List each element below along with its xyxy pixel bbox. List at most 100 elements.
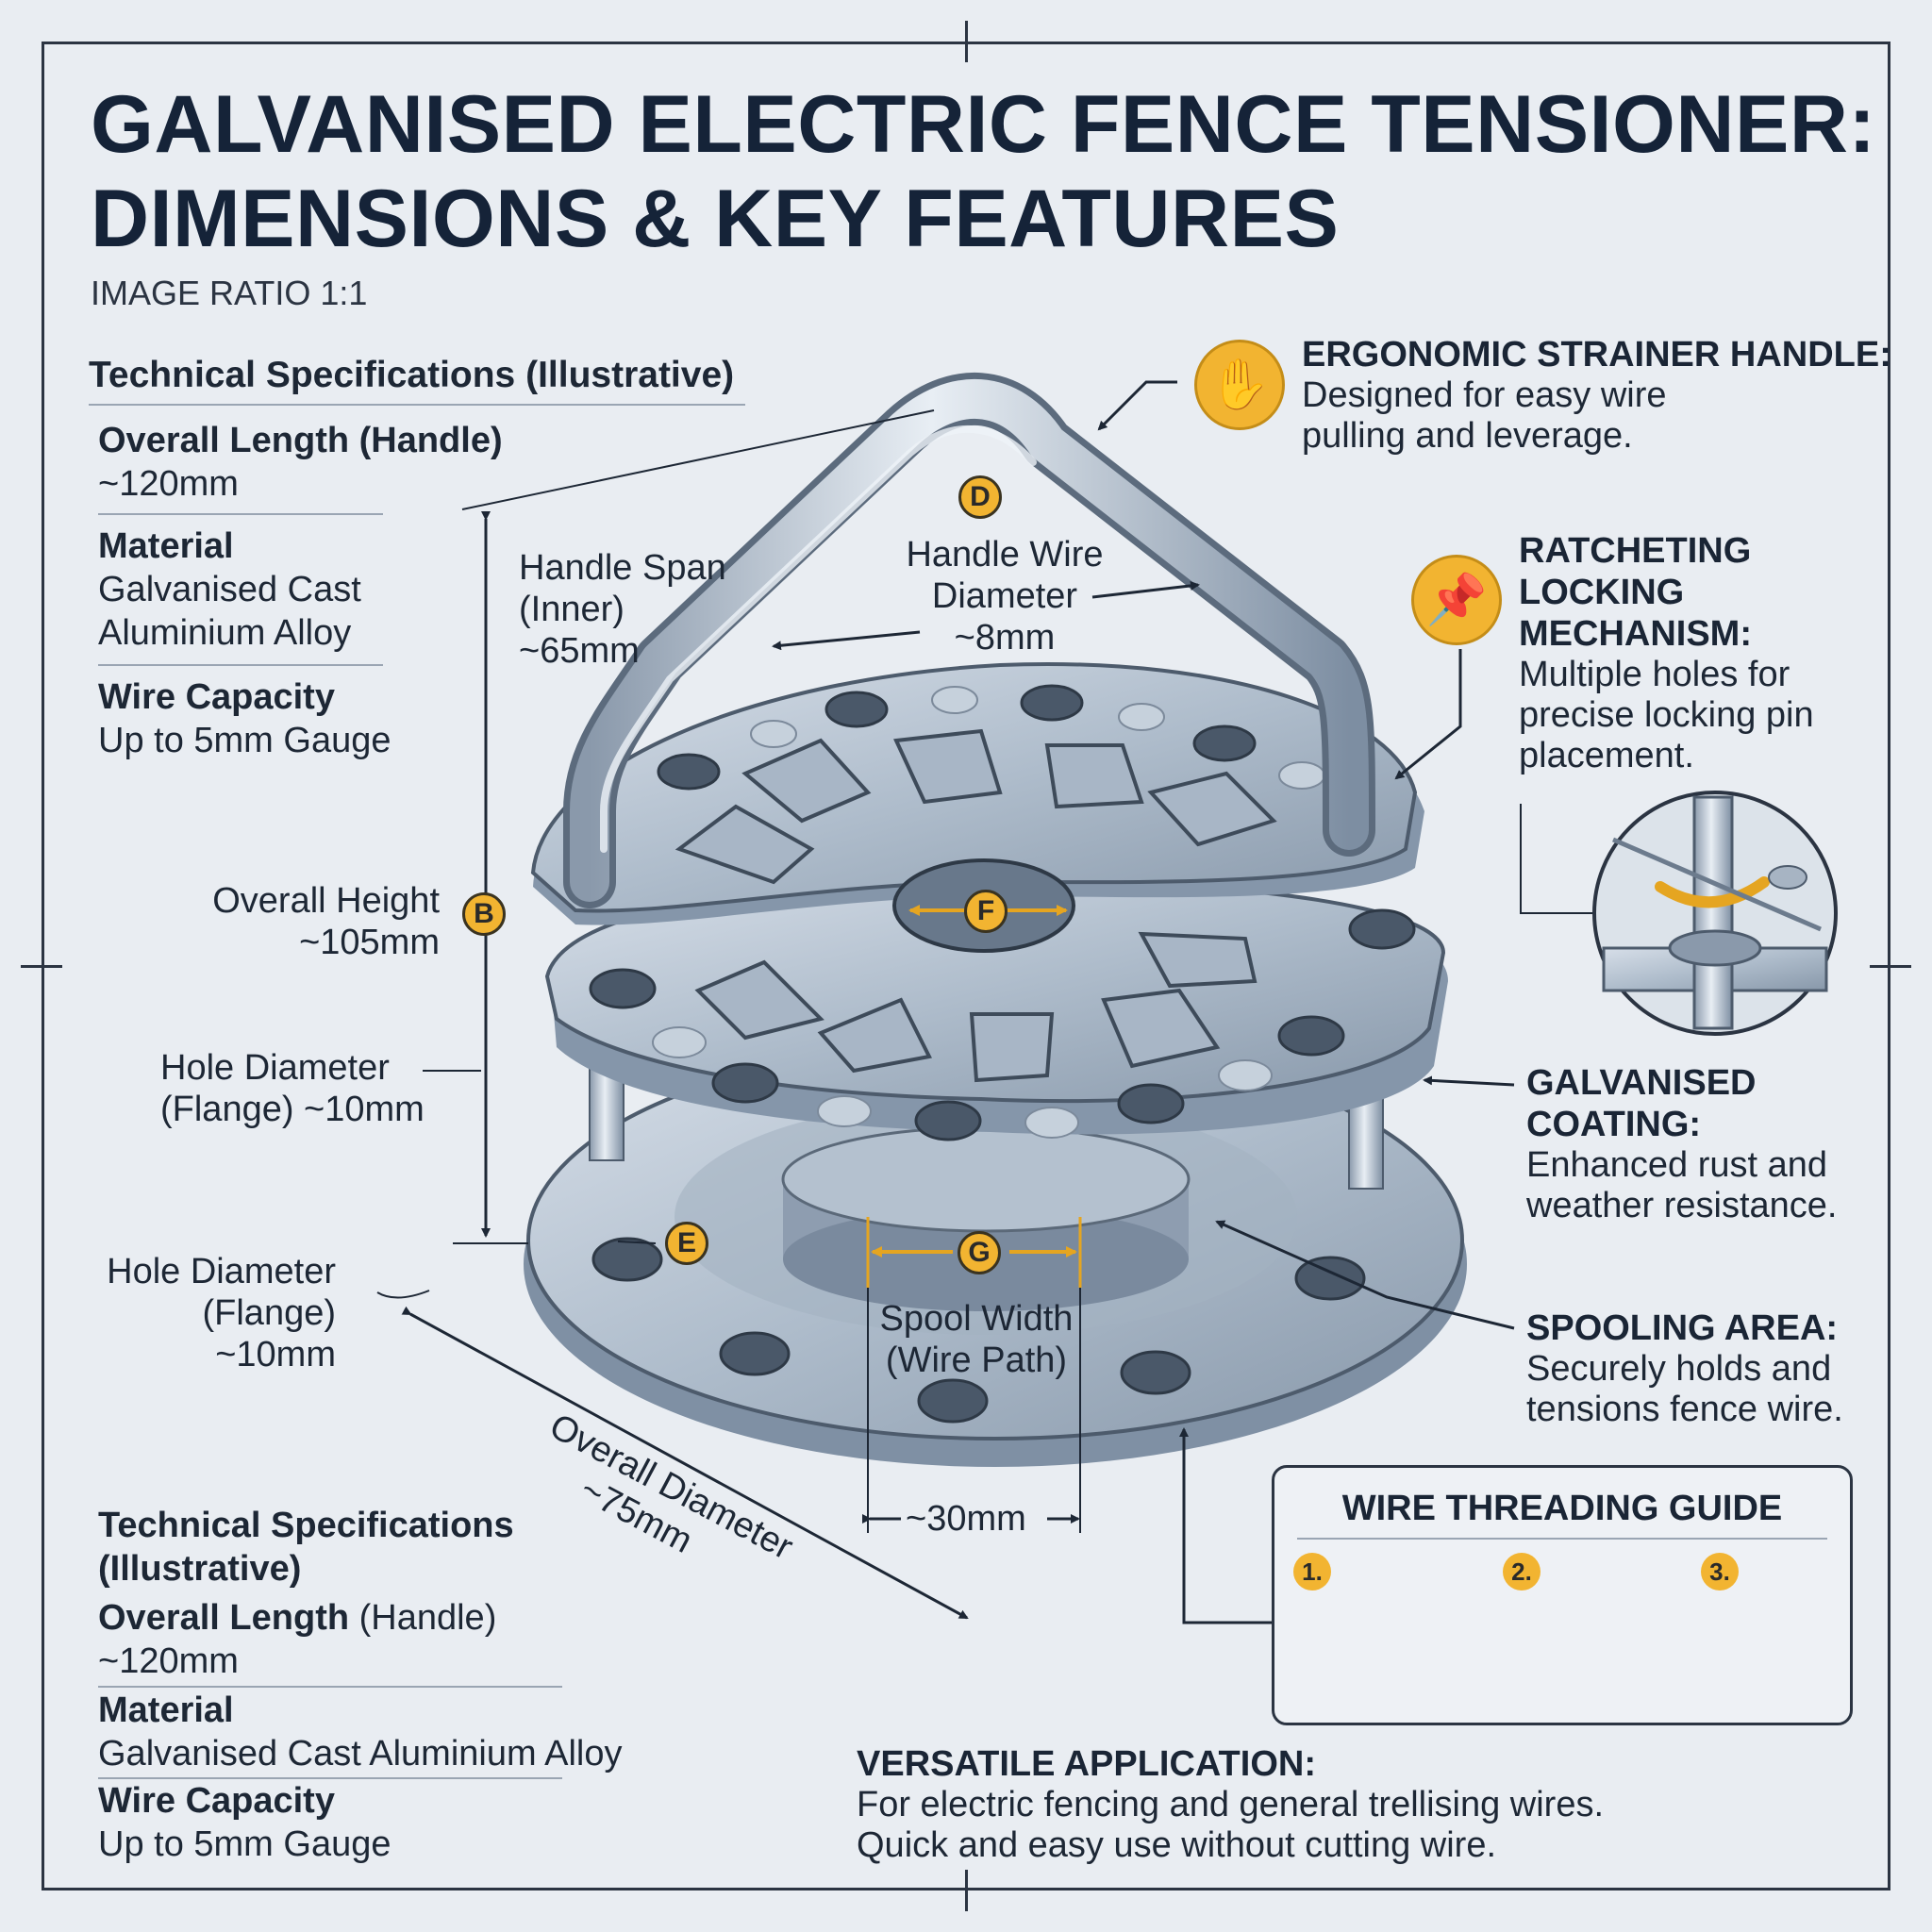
hole-diameter-label-a: Hole Diameter (Flange) ~10mm	[160, 1047, 425, 1130]
spec-bottom-capacity: Wire Capacity Up to 5mm Gauge	[98, 1779, 391, 1866]
feature-spooling-title: SPOOLING AREA:	[1526, 1308, 1839, 1348]
hole-diameter-a-line-1: Hole Diameter	[160, 1048, 390, 1088]
spool-width-label: Spool Width (Wire Path)	[858, 1298, 1094, 1381]
flange-hole	[591, 1237, 663, 1282]
feature-ratchet-title-2: LOCKING	[1519, 573, 1685, 612]
spool-width-value: ~30mm	[906, 1499, 1026, 1539]
handle-span-line-3: ~65mm	[519, 631, 640, 671]
guide-rule	[1297, 1538, 1827, 1540]
title-line-1: GALVANISED ELECTRIC FENCE TENSIONER:	[91, 79, 1876, 170]
spec-bottom-rule-2	[98, 1777, 562, 1779]
feature-application-desc-2: Quick and easy use without cutting wire.	[857, 1825, 1497, 1865]
handle-wire-line-3: ~8mm	[954, 618, 1056, 658]
spec-material-value-2: Aluminium Alloy	[98, 613, 352, 653]
spec-bottom-length-label: Overall Length	[98, 1598, 350, 1638]
feature-coating: GALVANISED COATING: Enhanced rust and we…	[1526, 1062, 1838, 1226]
handle-wire-label: Handle Wire Diameter ~8mm	[891, 534, 1118, 658]
flange-hole	[917, 1378, 989, 1424]
feature-application-title: VERSATILE APPLICATION:	[857, 1744, 1316, 1784]
badge-f: F	[964, 890, 1008, 933]
spec-length: Overall Length (Handle) ~120mm	[98, 419, 503, 506]
spec-material-value-1: Galvanised Cast	[98, 570, 361, 609]
overall-height-label: Overall Height ~105mm	[185, 880, 440, 963]
feature-application: VERSATILE APPLICATION: For electric fenc…	[857, 1743, 1604, 1866]
spec-capacity-label: Wire Capacity	[98, 677, 335, 717]
spec-bottom-material-value: Galvanised Cast Aluminium Alloy	[98, 1734, 623, 1774]
badge-e: E	[665, 1222, 708, 1265]
badge-d: D	[958, 475, 1002, 519]
hand-icon: ✋	[1194, 340, 1285, 430]
feature-handle-desc-1: Designed for easy wire	[1302, 375, 1667, 415]
frame-tick-right	[1870, 965, 1911, 968]
page-title: GALVANISED ELECTRIC FENCE TENSIONER: DIM…	[91, 77, 1876, 266]
spec-rule-2	[98, 664, 383, 666]
feature-handle-title: ERGONOMIC STRAINER HANDLE:	[1302, 335, 1891, 375]
feature-spooling: SPOOLING AREA: Securely holds and tensio…	[1526, 1307, 1843, 1430]
flange-hole	[1120, 1350, 1191, 1395]
handle-span-line-1: Handle Span	[519, 548, 726, 588]
handle-span-label: Handle Span (Inner) ~65mm	[519, 547, 726, 672]
specs-bottom-heading-2: (Illustrative)	[98, 1549, 302, 1589]
feature-ratchet-desc-3: placement.	[1519, 736, 1694, 775]
feature-spooling-desc-2: tensions fence wire.	[1526, 1390, 1843, 1429]
hole-diameter-label-b: Hole Diameter (Flange) ~10mm	[91, 1251, 336, 1375]
feature-coating-desc-1: Enhanced rust and	[1526, 1145, 1828, 1185]
spec-capacity: Wire Capacity Up to 5mm Gauge	[98, 675, 391, 762]
spec-length-label: Overall Length (Handle)	[98, 421, 503, 460]
spec-bottom-material-label: Material	[98, 1690, 234, 1730]
spec-bottom-capacity-label: Wire Capacity	[98, 1781, 335, 1821]
feature-ratchet-desc-2: precise locking pin	[1519, 695, 1814, 735]
spool-width-line-1: Spool Width	[879, 1299, 1074, 1339]
feature-coating-title-2: COATING:	[1526, 1105, 1702, 1144]
hole-diameter-b-line-2: (Flange)	[202, 1293, 337, 1333]
spec-bottom-capacity-value: Up to 5mm Gauge	[98, 1824, 391, 1864]
dimension-lines	[376, 380, 1604, 1624]
feature-ratchet-desc-1: Multiple holes for	[1519, 655, 1790, 694]
frame-tick-left	[21, 965, 62, 968]
spool-width-line-2: (Wire Path)	[885, 1341, 1068, 1380]
handle-wire-line-2: Diameter	[931, 576, 1078, 616]
hole-diameter-b-line-3: ~10mm	[215, 1335, 336, 1374]
feature-ratchet-title-1: RATCHETING	[1519, 531, 1752, 571]
spec-bottom-material: Material Galvanised Cast Aluminium Alloy	[98, 1689, 622, 1775]
specs-top-heading: Technical Specifications (Illustrative)	[89, 355, 735, 395]
flange-hole	[1294, 1256, 1366, 1301]
flange-hole	[719, 1331, 791, 1376]
specs-top-rule	[89, 404, 745, 406]
badge-g: G	[958, 1231, 1001, 1274]
handle-wire-line-1: Handle Wire	[906, 535, 1104, 575]
top-ratchet-disc	[530, 662, 1424, 953]
feature-handle-desc-2: pulling and leverage.	[1302, 416, 1633, 456]
feature-ratchet-title-3: MECHANISM:	[1519, 614, 1752, 654]
pin-icon: 📌	[1411, 555, 1502, 645]
hole-diameter-a-line-2: (Flange) ~10mm	[160, 1090, 425, 1129]
feature-coating-desc-2: weather resistance.	[1526, 1186, 1838, 1225]
spool-core	[781, 1125, 1191, 1311]
title-line-2: DIMENSIONS & KEY FEATURES	[91, 174, 1340, 264]
ratchet-detail-inset	[1592, 791, 1838, 1036]
feature-ratchet: RATCHETING LOCKING MECHANISM: Multiple h…	[1519, 530, 1814, 776]
spec-capacity-value: Up to 5mm Gauge	[98, 721, 391, 760]
feature-handle: ERGONOMIC STRAINER HANDLE: Designed for …	[1302, 334, 1891, 457]
spec-rule-1	[98, 513, 383, 515]
frame-tick-bottom	[965, 1870, 968, 1911]
spec-bottom-length-value: ~120mm	[98, 1641, 239, 1681]
guide-step-1-badge: 1.	[1293, 1553, 1331, 1591]
badge-b: B	[462, 892, 506, 936]
guide-step-2-badge: 2.	[1503, 1553, 1541, 1591]
guide-title: WIRE THREADING GUIDE	[1341, 1489, 1783, 1528]
feature-application-desc-1: For electric fencing and general trellis…	[857, 1785, 1605, 1824]
frame-tick-top	[965, 21, 968, 62]
spec-length-value: ~120mm	[98, 464, 239, 504]
spec-material-label: Material	[98, 526, 234, 566]
overall-height-line-2: ~105mm	[299, 923, 440, 962]
overall-height-line-1: Overall Height	[212, 881, 440, 921]
feature-spooling-desc-1: Securely holds and	[1526, 1349, 1832, 1389]
feature-coating-title-1: GALVANISED	[1526, 1063, 1757, 1103]
middle-ratchet-disc	[544, 878, 1448, 1141]
hole-diameter-b-line-1: Hole Diameter	[107, 1252, 336, 1291]
handle-span-line-2: (Inner)	[519, 590, 625, 629]
guide-step-3-badge: 3.	[1701, 1553, 1739, 1591]
wire-threading-guide: WIRE THREADING GUIDE 1. 2. 3.	[1272, 1465, 1853, 1725]
